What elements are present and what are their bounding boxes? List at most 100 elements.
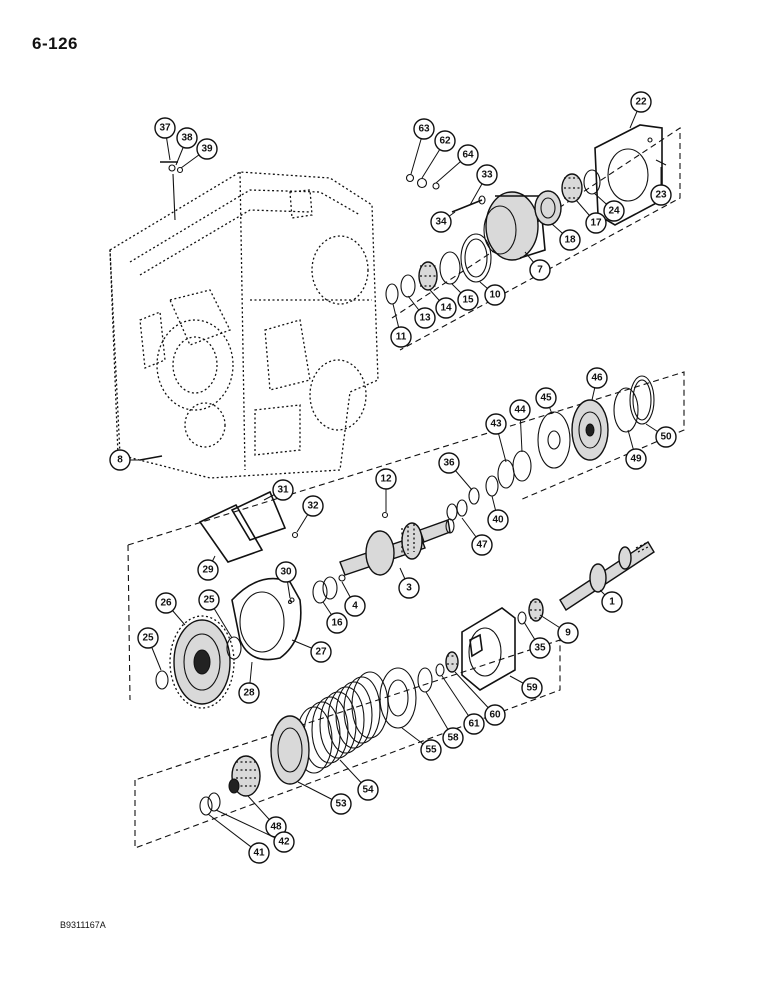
part-30 [287, 599, 293, 605]
callout-label: 46 [591, 373, 603, 384]
callout-circle [476, 164, 498, 186]
callout-17: 17 [575, 199, 607, 234]
callout-circle [248, 842, 270, 864]
callout-24: 24 [593, 192, 625, 222]
washer-43 [497, 459, 515, 489]
callout-label: 1 [609, 597, 615, 608]
callout-label: 39 [201, 144, 213, 155]
callout-label: 32 [307, 501, 319, 512]
shim-13 [400, 274, 416, 298]
callout-label: 58 [447, 733, 459, 744]
pressure-plate-53 [270, 715, 310, 785]
ring-35 [517, 611, 527, 625]
callout-circle [302, 495, 324, 517]
pin-33-34 [451, 195, 486, 213]
callout-label: 10 [489, 290, 501, 301]
callout-circle [655, 426, 677, 448]
callout-8: 8 [109, 449, 140, 471]
callout-37: 37 [154, 117, 176, 161]
callout-circle [487, 509, 509, 531]
bolt-23 [655, 159, 667, 166]
small-parts-62-63-64 [405, 173, 440, 190]
callout-27: 27 [291, 639, 332, 663]
disc-45 [537, 411, 571, 469]
callout-circle [176, 127, 198, 149]
callout-label: 36 [443, 458, 455, 469]
callout-55: 55 [401, 727, 442, 761]
callout-28: 28 [238, 661, 260, 704]
callout-7: 7 [524, 251, 551, 281]
callout-circle [196, 138, 218, 160]
callout-label: 43 [490, 419, 502, 430]
callout-circle [430, 211, 452, 233]
callout-38: 38 [175, 127, 198, 166]
clutch-hub-59 [461, 607, 516, 691]
snap-ring-11 [385, 283, 399, 305]
callout-25a: 25 [198, 589, 233, 639]
callout-36: 36 [438, 452, 473, 491]
callout-label: 63 [418, 124, 430, 135]
callout-circle [155, 592, 177, 614]
seal-49 [613, 387, 639, 433]
callout-label: 15 [462, 295, 474, 306]
ring-47a [446, 503, 458, 521]
callout-leader-line [207, 813, 260, 854]
callout-48: 48 [247, 795, 287, 838]
snap-ring-25a [226, 636, 242, 660]
bearing-cone-17 [561, 173, 583, 203]
callout-25b: 25 [137, 627, 162, 671]
callout-label: 54 [362, 785, 374, 796]
callout-circle [521, 677, 543, 699]
callout-circle [603, 200, 625, 222]
callout-circle [585, 212, 607, 234]
callout-circle [484, 704, 506, 726]
callout-60: 60 [454, 671, 506, 726]
callout-63: 63 [410, 118, 435, 175]
seal-50 [629, 375, 655, 425]
callout-label: 4 [352, 601, 358, 612]
callout-label: 25 [203, 595, 215, 606]
callout-label: 62 [439, 136, 451, 147]
callout-circle [238, 682, 260, 704]
ring-40 [485, 475, 499, 497]
ring-58 [417, 667, 433, 693]
callout-circle [273, 831, 295, 853]
callout-label: 7 [537, 265, 543, 276]
ring-41 [199, 796, 213, 816]
callout-61: 61 [441, 675, 485, 735]
callout-circle [413, 118, 435, 140]
callout-label: 44 [514, 405, 526, 416]
callout-9: 9 [539, 614, 579, 644]
callout-62: 62 [421, 130, 456, 179]
callout-label: 17 [590, 218, 602, 229]
callout-label: 8 [117, 455, 123, 466]
callout-label: 47 [476, 540, 488, 551]
callout-circle [484, 284, 506, 306]
callout-circle [310, 641, 332, 663]
callout-label: 28 [243, 688, 255, 699]
callout-18: 18 [551, 223, 581, 251]
callout-label: 59 [526, 683, 538, 694]
callout-47: 47 [461, 517, 493, 556]
ring-61 [435, 663, 445, 677]
callout-label: 22 [635, 97, 647, 108]
callout-label: 31 [277, 485, 289, 496]
callout-circle [529, 637, 551, 659]
callout-label: 60 [489, 710, 501, 721]
callout-circle [398, 577, 420, 599]
callout-circle [330, 793, 352, 815]
callout-label: 26 [160, 598, 172, 609]
lower-group-boundary [134, 639, 561, 849]
callout-label: 14 [440, 303, 452, 314]
callout-label: 40 [492, 515, 504, 526]
callout-50: 50 [645, 423, 677, 448]
callout-circle [529, 259, 551, 281]
callout-30: 30 [275, 561, 297, 599]
callout-41: 41 [207, 813, 270, 864]
callout-label: 25 [142, 633, 154, 644]
callout-circle [509, 399, 531, 421]
washer-44 [512, 450, 532, 482]
callout-label: 13 [419, 313, 431, 324]
callout-label: 38 [181, 133, 193, 144]
